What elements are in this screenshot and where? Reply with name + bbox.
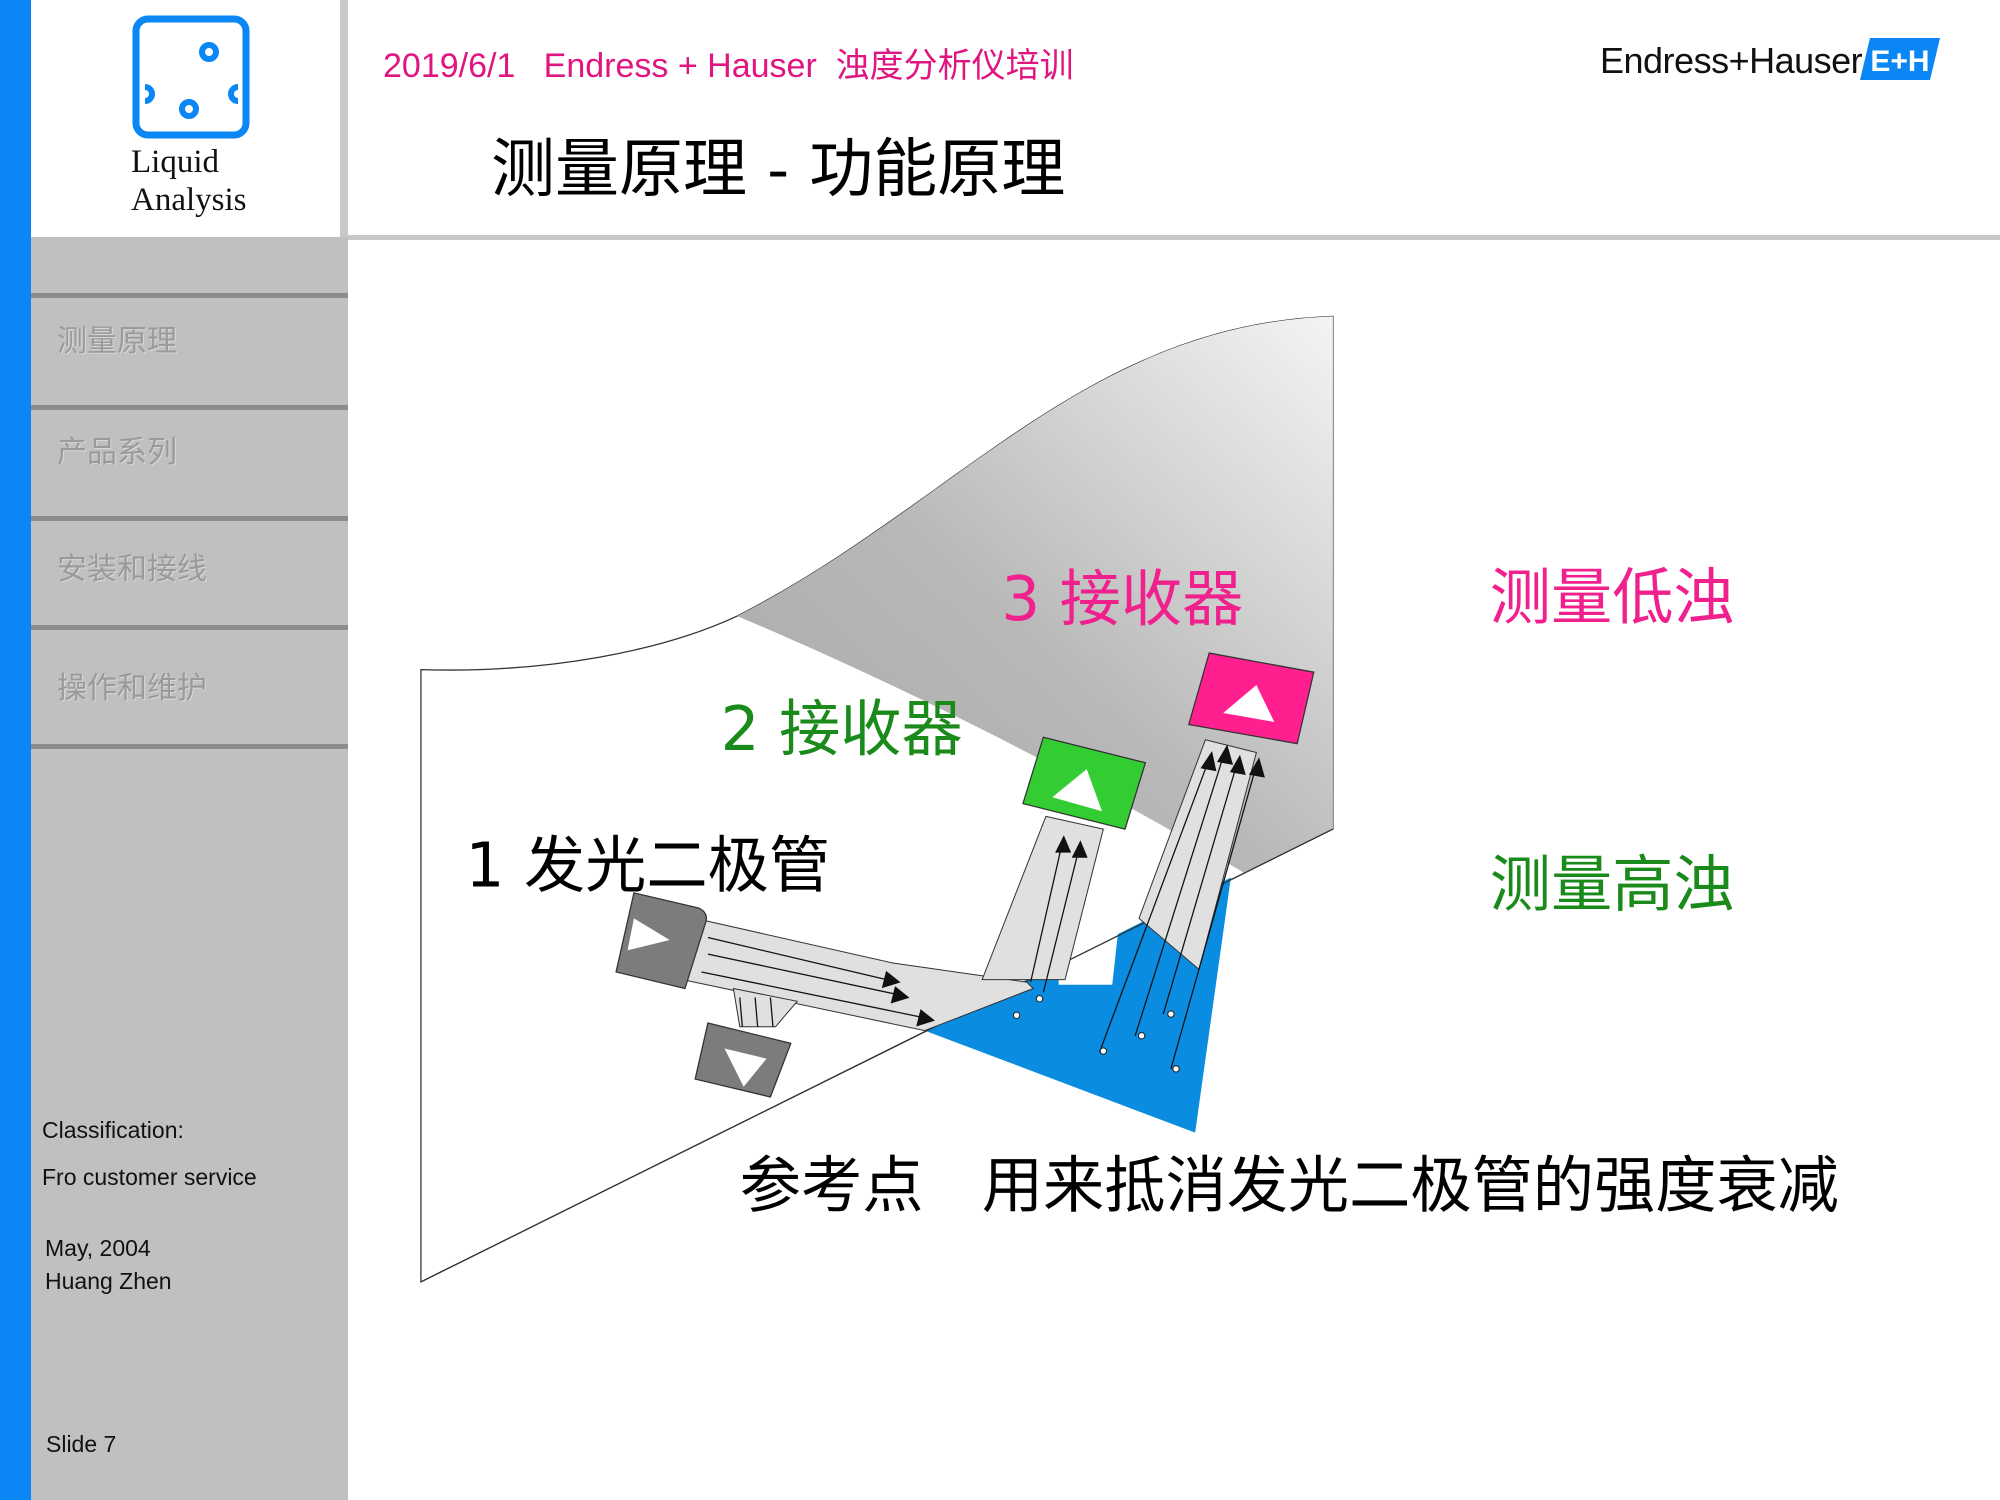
sample-water — [924, 877, 1231, 1133]
logo-text: Liquid Analysis — [131, 143, 247, 219]
classification-value: Fro customer service — [42, 1164, 257, 1190]
reference-beam — [732, 987, 799, 1028]
high-turbidity-label: 测量高浊 — [1490, 850, 1735, 921]
emitter-label: 1 发光二极管 — [466, 830, 831, 901]
sidebar-divider — [31, 293, 348, 298]
left-accent-bar — [0, 0, 31, 1500]
sidebar-item-installation[interactable]: 安装和接线 — [57, 552, 207, 587]
low-turbidity-label: 测量低浊 — [1490, 563, 1735, 634]
sidebar-divider — [31, 625, 348, 630]
header-divider — [340, 0, 348, 237]
sidebar-divider — [31, 405, 348, 410]
sidebar-item-principle[interactable]: 测量原理 — [57, 324, 177, 359]
sidebar-item-operation[interactable]: 操作和维护 — [57, 671, 207, 706]
receiver2-label: 2 接收器 — [721, 694, 963, 765]
sensor-body-shade — [737, 316, 1333, 873]
author: Huang Zhen — [45, 1268, 172, 1294]
eh-logo-icon: E+H — [1860, 38, 1940, 80]
sidebar: 测量原理 产品系列 安装和接线 操作和维护 Classification: Fr… — [31, 237, 348, 1500]
sidebar-item-products[interactable]: 产品系列 — [57, 435, 177, 470]
reference-detector-icon — [694, 1022, 792, 1098]
logo-line2: Analysis — [131, 182, 247, 218]
sidebar-divider — [31, 744, 348, 749]
liquid-analysis-icon — [132, 15, 250, 139]
header-rule — [348, 235, 2000, 240]
brand-logo-mark: E+H — [1870, 45, 1929, 78]
liquid-analysis-logo: Liquid Analysis — [31, 0, 340, 237]
sidebar-divider — [31, 516, 348, 521]
reference-label: 参考点 用来抵消发光二极管的强度衰减 — [740, 1151, 1839, 1222]
receiver3-label: 3 接收器 — [1001, 564, 1243, 635]
brand-logo-text: Endress+Hauser — [1600, 40, 1863, 81]
receiver3-icon — [1187, 652, 1315, 745]
receiver2-icon — [1022, 736, 1147, 830]
classification-label: Classification: — [42, 1117, 184, 1143]
header-date-line: 2019/6/1 Endress + Hauser 浊度分析仪培训 — [383, 47, 1074, 85]
slide-number: Slide 7 — [46, 1431, 117, 1457]
logo-line1: Liquid — [131, 144, 219, 180]
page-title: 测量原理 - 功能原理 — [491, 133, 1066, 207]
presentation-date: May, 2004 — [45, 1235, 151, 1261]
emitter-led-icon — [615, 892, 708, 990]
